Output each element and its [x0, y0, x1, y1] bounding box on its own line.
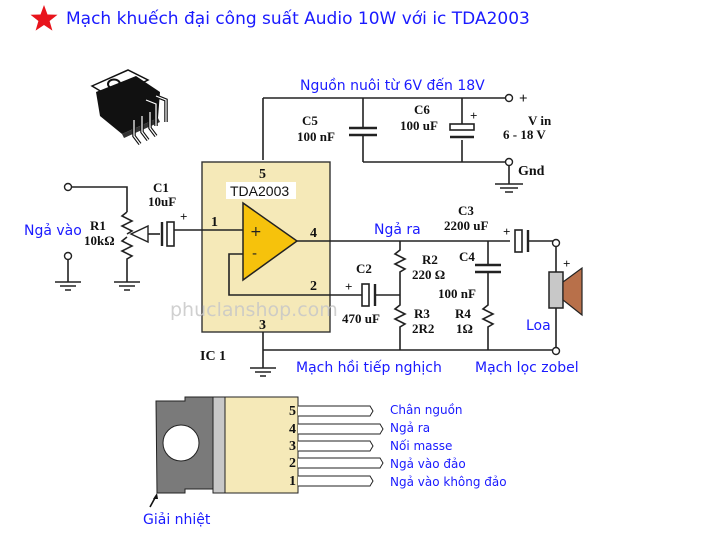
opamp-minus: -: [252, 246, 257, 262]
c1-name: C1: [153, 180, 169, 195]
r4-value: 1Ω: [456, 321, 473, 336]
gnd-label: Gnd: [518, 164, 545, 179]
c1-plus: +: [180, 209, 187, 224]
speaker-coil: [548, 271, 564, 309]
c6-name: C6: [414, 102, 430, 117]
pinout-number-3: 3: [289, 439, 296, 454]
watermark: phuclanshop.com: [170, 299, 338, 321]
pinout-desc-2: Ngả vào đảo: [390, 457, 466, 471]
input-terminal[interactable]: [63, 182, 73, 192]
output-label: Ngả ra: [374, 222, 421, 238]
pinout-number-4: 4: [289, 422, 296, 437]
speaker-plus: +: [563, 256, 570, 271]
input-section: Ngả vào R1 10kΩ + C1 10uF: [24, 180, 202, 291]
speaker-terminal-bottom[interactable]: [551, 346, 561, 356]
c5-value: 100 nF: [297, 129, 335, 144]
page-title: Mạch khuếch đại công suất Audio 10W với …: [66, 8, 530, 29]
c3-name: C3: [458, 203, 474, 218]
ic-chip-label: TDA2003: [230, 183, 289, 199]
r3-name: R3: [414, 306, 430, 321]
opamp-symbol: [242, 201, 299, 282]
opamp-plus: +: [250, 224, 262, 240]
input-ground-terminal[interactable]: [63, 251, 73, 261]
pinout-diagram: 5 4 3 2 1 Chân nguồn Ngả ra Nối masse Ng…: [143, 396, 507, 528]
pinout-number-1: 1: [289, 474, 296, 489]
vin-plus-terminal[interactable]: [504, 93, 514, 103]
vin-range: 6 - 18 V: [503, 127, 546, 142]
c6-plus: +: [470, 108, 477, 123]
c3-value: 2200 uF: [444, 218, 488, 233]
c4-value: 100 nF: [438, 286, 476, 301]
output-section: Ngả ra R2 220 Ω R3 2R2 + C2 470 uF C4 10…: [263, 203, 583, 376]
c2-value: 470 uF: [342, 311, 380, 326]
pinout-desc-3: Nối masse: [390, 439, 452, 453]
pin-leads: [298, 405, 384, 487]
c6-value: 100 uF: [400, 118, 438, 133]
gnd-terminal[interactable]: [504, 157, 514, 167]
c1-value: 10uF: [148, 194, 176, 209]
speaker-label: Loa: [526, 318, 551, 334]
input-label: Ngả vào: [24, 223, 82, 239]
star-icon: [30, 5, 58, 31]
c2-name: C2: [356, 261, 372, 276]
pinout-desc-1: Ngả vào không đảo: [390, 475, 507, 489]
power-label: Nguồn nuôi từ 6V đến 18V: [300, 77, 485, 94]
r1-name: R1: [90, 218, 106, 233]
vin-plus-sign: +: [519, 91, 528, 107]
pin-2-label: 2: [310, 279, 317, 294]
ic-ref-label: IC 1: [200, 349, 226, 364]
vin-label: V in: [528, 113, 552, 128]
c5-name: C5: [302, 113, 318, 128]
speaker-cone: [562, 266, 583, 317]
pinout-number-5: 5: [289, 404, 296, 419]
title-block: Mạch khuếch đại công suất Audio 10W với …: [30, 5, 530, 31]
r2-value: 220 Ω: [412, 267, 445, 282]
r1-value: 10kΩ: [84, 233, 115, 248]
feedback-label: Mạch hồi tiếp nghịch: [296, 359, 442, 376]
zobel-label: Mạch lọc zobel: [475, 360, 579, 376]
mounting-hole: [162, 424, 200, 462]
ic-package-image: [90, 69, 168, 146]
r2-name: R2: [422, 252, 438, 267]
power-supply: Nguồn nuôi từ 6V đến 18V + V in 6 - 18 V…: [262, 77, 552, 193]
pin-1-label: 1: [211, 215, 218, 230]
pin-5-label: 5: [259, 167, 266, 182]
pinout-desc-4: Ngả ra: [390, 421, 430, 435]
r3-value: 2R2: [412, 321, 434, 336]
pinout-desc-5: Chân nguồn: [390, 403, 463, 417]
c4-name: C4: [459, 249, 475, 264]
heatsink-label: Giải nhiệt: [143, 512, 211, 528]
pin-3-label: 3: [259, 318, 266, 333]
pinout-number-2: 2: [289, 456, 296, 471]
package-body: [224, 396, 299, 494]
ic-tda2003: TDA2003 + - 5 1 4 2 3 IC 1 phuclanshop.c…: [170, 161, 338, 377]
c2-plus: +: [345, 279, 352, 294]
r4-name: R4: [455, 306, 471, 321]
pin-4-label: 4: [310, 226, 317, 241]
speaker-terminal-top[interactable]: [551, 238, 561, 248]
c3-plus: +: [503, 224, 510, 239]
